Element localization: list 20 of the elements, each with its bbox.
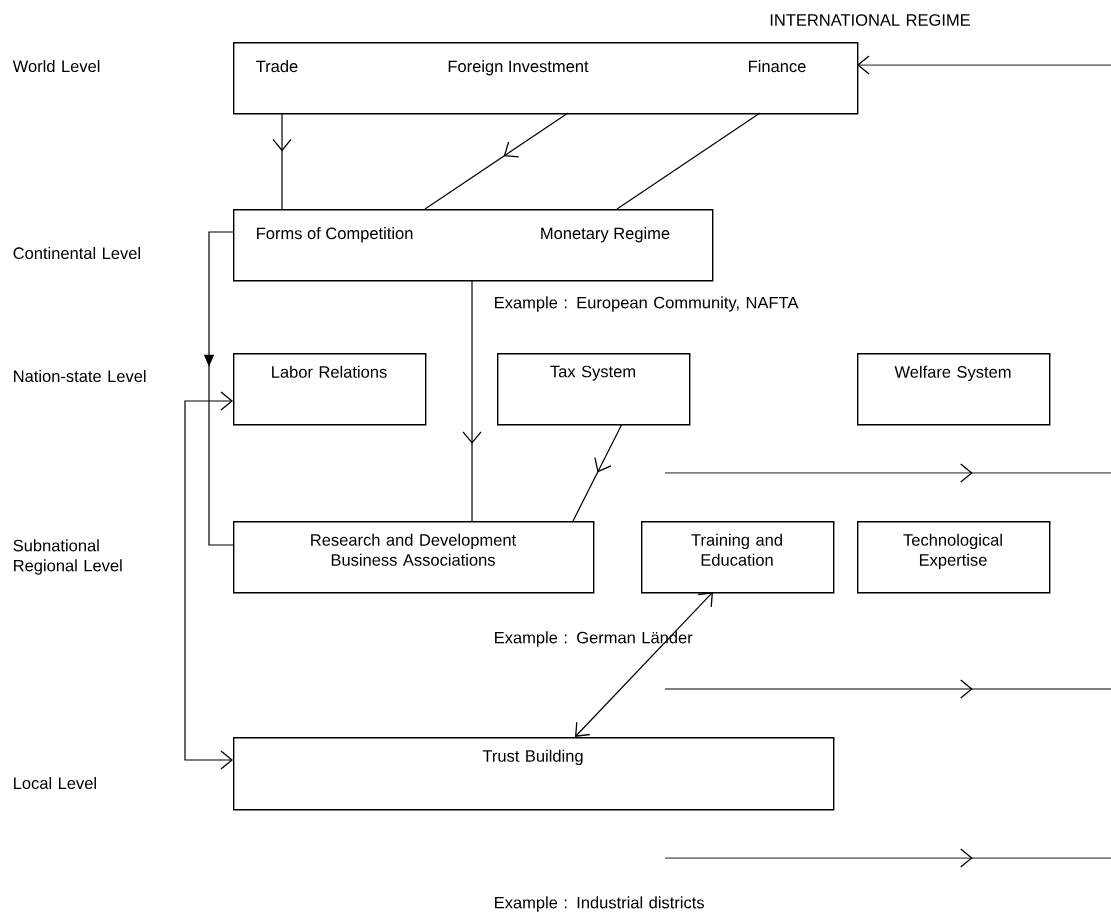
process-box: Trust Building bbox=[233, 737, 835, 811]
level-label: Subnational Regional Level bbox=[13, 539, 122, 575]
arrow bbox=[575, 592, 713, 737]
process-box: Trade Foreign Investment Finance bbox=[233, 42, 859, 115]
level-label: Continental Level bbox=[13, 246, 140, 260]
process-box: Technological Expertise bbox=[857, 521, 1051, 594]
level-label: Nation-state Level bbox=[14, 369, 146, 383]
process-box: Labor Relations bbox=[233, 353, 427, 426]
level-label: World Level bbox=[12, 59, 100, 73]
process-box: Training and Education bbox=[641, 521, 835, 594]
process-box: Forms of Competition Monetary Regime bbox=[233, 209, 714, 282]
level-label: Example : Industrial districts bbox=[495, 896, 704, 912]
arrow bbox=[184, 391, 233, 770]
arrow bbox=[857, 55, 1111, 75]
process-box: Tax System bbox=[497, 353, 691, 426]
level-label: Example : European Community, NAFTA bbox=[495, 296, 799, 312]
process-box: Welfare System bbox=[857, 353, 1051, 426]
process-box: Research and Development Business Associations bbox=[233, 521, 595, 594]
level-label: INTERNATIONAL REGIME bbox=[770, 14, 970, 26]
level-label: Local Level bbox=[14, 776, 96, 790]
